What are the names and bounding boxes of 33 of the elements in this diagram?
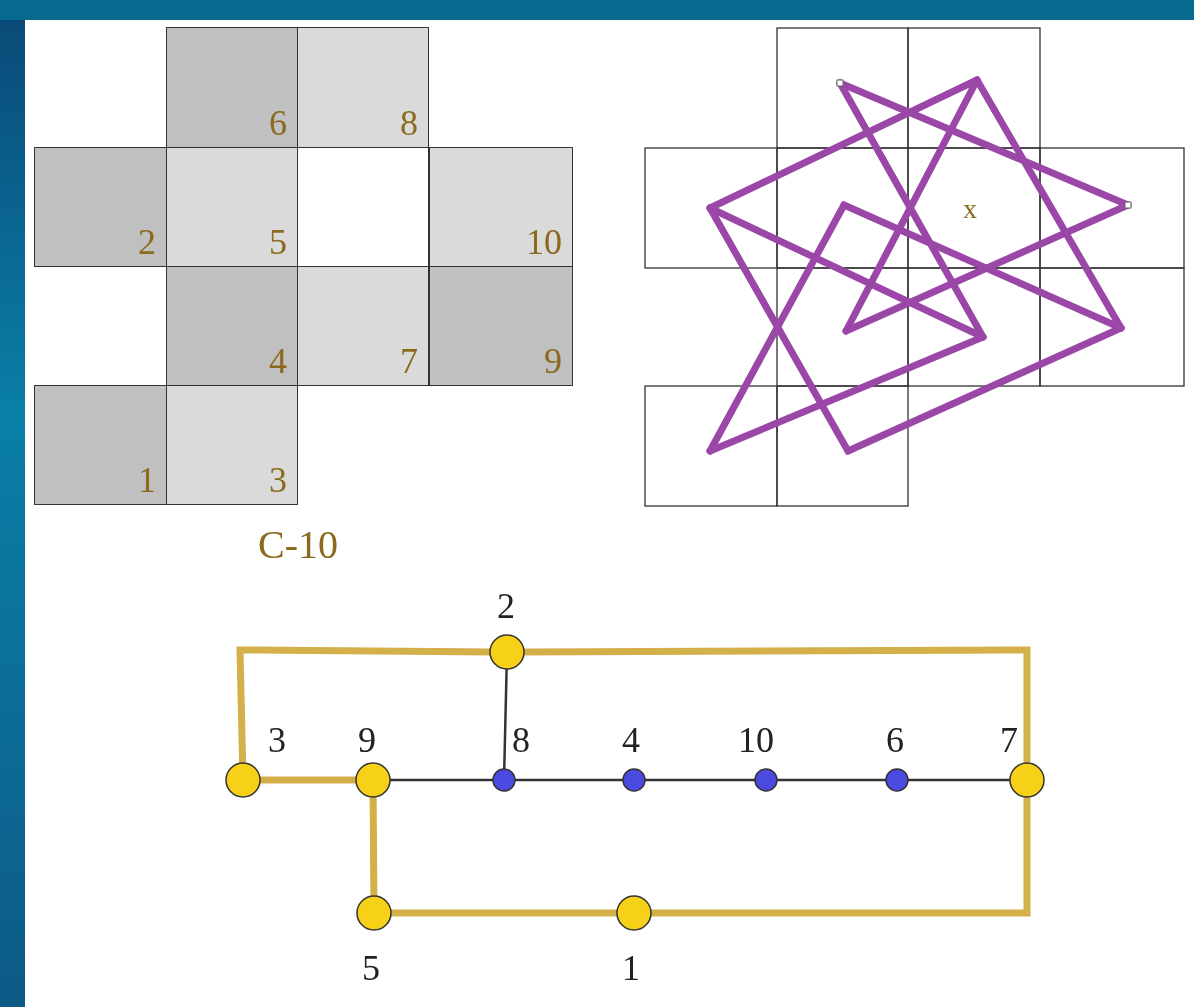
vertex-number: 3 [268, 722, 286, 758]
grid-cell [429, 266, 573, 386]
graph-edge [503, 667, 508, 771]
cell-number: 6 [269, 105, 287, 141]
cell-number: 3 [269, 462, 287, 498]
vertex-number: 5 [362, 950, 380, 986]
vertex-number: 7 [1000, 722, 1018, 758]
grid-letter: x [963, 195, 977, 223]
grid-cell [166, 385, 298, 505]
cell-number: 5 [269, 224, 287, 260]
grid-cell [166, 27, 298, 148]
vertex-number: 8 [512, 722, 530, 758]
grid-cell [297, 266, 429, 386]
cell-number: 2 [138, 224, 156, 260]
cell-number: 7 [400, 343, 418, 379]
cell-number: 10 [526, 224, 562, 260]
vertex-number: 10 [738, 722, 774, 758]
grid-cell [166, 266, 298, 386]
figure-label: C-10 [258, 525, 338, 565]
cell-number: 9 [544, 343, 562, 379]
grid-cell [34, 147, 167, 267]
grid-cell [429, 147, 573, 267]
grid-cell [34, 385, 167, 505]
cell-number: 8 [400, 105, 418, 141]
vertex-number: 1 [622, 950, 640, 986]
vertex-number: 6 [886, 722, 904, 758]
grid-cell [297, 27, 429, 148]
grid-cell [166, 147, 298, 267]
vertex-number: 2 [497, 588, 515, 624]
vertex-number: 4 [622, 722, 640, 758]
cell-number: 4 [269, 343, 287, 379]
cell-number: 1 [138, 462, 156, 498]
vertex-number: 9 [358, 722, 376, 758]
